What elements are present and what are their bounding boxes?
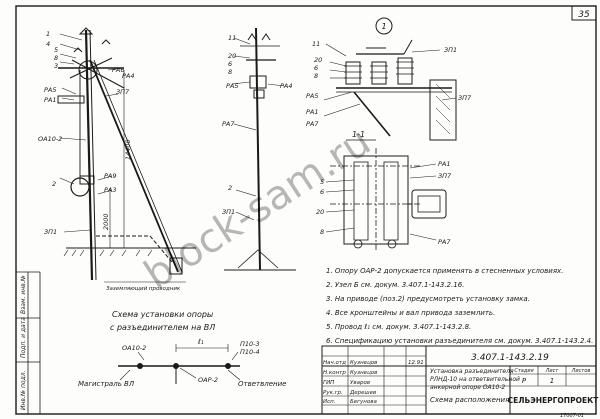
- tb-name-1: Кузнецов: [350, 370, 377, 376]
- note-3: 3. На приводе (поз.2) предусмотреть уста…: [326, 295, 530, 303]
- callout-8: 8: [54, 54, 58, 62]
- mid-callout-20: 20: [228, 52, 236, 60]
- callout-4: 4: [46, 40, 50, 48]
- stamp-number: 17007-01: [560, 413, 584, 419]
- detail-view-top: 1 11 20 6 8 ЗП1 РА5 РА1 РА7 ЗП7: [306, 17, 472, 141]
- callout-1: 1: [46, 30, 50, 38]
- mid-callout-11: 11: [228, 34, 236, 42]
- dim-14400: 14400: [124, 139, 132, 160]
- page-number: 35: [578, 10, 590, 20]
- sec-callout-6: 6: [320, 188, 324, 196]
- tb-date: 12.91: [408, 360, 424, 366]
- dim-2000: 2000: [102, 213, 110, 230]
- tb-sheets-head: Листов: [571, 368, 591, 374]
- det-callout-8: 8: [314, 72, 318, 80]
- margin-text-2: Подп. и дата: [20, 317, 27, 358]
- section-label: 1-1: [352, 130, 365, 139]
- mid-callout-2: 2: [228, 184, 232, 192]
- note-4: 4. Все кронштейны и вал привода заземлит…: [326, 309, 495, 317]
- tb-role-2: ГИП: [323, 380, 334, 386]
- callout-pa5: РА5: [44, 86, 57, 94]
- scheme-mid-label: ОАР-2: [198, 376, 218, 384]
- tb-title-2: РЛНД-10 на ответвительной: [430, 376, 520, 383]
- mid-callout-8: 8: [228, 68, 232, 76]
- det-callout-zp7: ЗП7: [458, 94, 472, 102]
- scheme-left-label: ОА10-2: [122, 344, 146, 352]
- callout-pa4: РА4: [122, 72, 135, 80]
- sheet-frame: [15, 5, 597, 415]
- callout-pa1: РА1: [44, 96, 57, 104]
- tb-sheet-head: Лист: [545, 368, 560, 374]
- tb-name-3: Дерешев: [349, 390, 376, 396]
- tb-name-0: Кузнецов: [350, 360, 377, 366]
- sec-callout-pa1: РА1: [438, 160, 451, 168]
- callout-5: 5: [54, 46, 58, 54]
- callout-zp1: ЗП1: [44, 228, 57, 236]
- note-1: 1. Опору ОАР-2 допускается применять в с…: [326, 267, 563, 275]
- det-callout-11: 11: [312, 40, 320, 48]
- callout-2: 2: [52, 180, 56, 188]
- tb-stage-head: Стадия: [514, 368, 533, 374]
- page-number-box: [571, 5, 597, 21]
- sec-callout-zp7: ЗП7: [438, 172, 452, 180]
- det-callout-6: 6: [314, 64, 318, 72]
- ground-conductor-label: Заземляющий проводник: [106, 286, 181, 292]
- note-2: 2. Узел Б см. докум. 3.407.1-143.2.16.: [326, 281, 464, 289]
- installation-scheme: Схема установки опоры с разъединителем н…: [78, 310, 286, 388]
- side-margin: Инв.№ подл. Подп. и дата Взам. инв.№: [16, 271, 41, 414]
- callout-3: 3: [54, 62, 58, 70]
- scheme-dist-label: ℓ₁: [197, 338, 204, 346]
- det-callout-pa7: РА7: [306, 120, 319, 128]
- sec-callout-20: 20: [316, 208, 324, 216]
- pole-front-view: 11 20 6 8 РА5 РА4 РА7 2 ЗП1: [222, 27, 296, 271]
- scheme-branch-label: Ответвление: [238, 380, 286, 388]
- scheme-right-label-1: П10-3: [240, 340, 260, 348]
- tb-name-2: Уваров: [350, 380, 370, 386]
- tb-title-3: анкерной опоре ОА10-2: [430, 384, 505, 391]
- scheme-main-label: Магистраль ВЛ: [78, 380, 135, 388]
- callout-pa6: РА6: [112, 66, 125, 74]
- margin-text-3: Взам. инв.№: [20, 275, 27, 314]
- det-callout-zp1: ЗП1: [444, 46, 457, 54]
- tb-org: СЕЛЬЭНЕРГОПРОЕКТ: [508, 396, 600, 405]
- callout-oa10-2: ОА10-2: [38, 135, 62, 143]
- mid-callout-pa7: РА7: [222, 120, 235, 128]
- sec-callout-5: 5: [320, 178, 324, 186]
- scheme-right-label-2: П10-4: [240, 348, 260, 356]
- tb-sheet-no: 1: [550, 377, 554, 385]
- callout-zp7: ЗП7: [116, 88, 130, 96]
- det-callout-pa1: РА1: [306, 108, 319, 116]
- mid-callout-pa5: РА5: [226, 82, 239, 90]
- tb-doc-code: 3.407.1-143.2.19: [471, 353, 549, 363]
- tb-role-3: Рук.гр.: [323, 390, 343, 396]
- callout-pa9: РА9: [104, 172, 117, 180]
- scheme-title-1: Схема установки опоры: [112, 310, 213, 319]
- scheme-title-2: с разъединителем на ВЛ: [110, 323, 215, 332]
- tb-role-0: Нач.отд: [323, 360, 346, 366]
- title-block: Нач.отд Кузнецов Н.контр Кузнецов ГИП Ув…: [321, 345, 600, 415]
- det-callout-pa5: РА5: [306, 92, 319, 100]
- mid-callout-pa4: РА4: [280, 82, 293, 90]
- callout-pa3: РА3: [104, 186, 117, 194]
- section-view-1-1: 1-1 5 6 20 8 РА1 ЗП7 РА7: [316, 130, 452, 252]
- margin-text-1: Инв.№ подл.: [20, 370, 27, 410]
- section-mark: 1: [381, 22, 386, 31]
- tb-title-4: Схема расположения: [430, 396, 509, 404]
- note-5: 5. Провод ℓ₁ см. докум. 3.407.1-143.2.8.: [326, 323, 471, 331]
- tb-role-4: Исп.: [323, 399, 336, 405]
- tb-stage: Р: [522, 377, 527, 385]
- mid-callout-zp1: ЗП1: [222, 208, 235, 216]
- det-callout-20: 20: [314, 56, 322, 64]
- note-6: 6. Спецификацию установки разъединителя …: [326, 337, 593, 345]
- sec-callout-8: 8: [320, 228, 324, 236]
- pole-side-view: 1 4 5 8 3 РА6 РА4 РА5 РА1 ЗП7 ОА10-2 2 Р…: [38, 27, 196, 292]
- tb-role-1: Н.контр: [323, 370, 346, 376]
- tb-title-1: Установка разъединителя: [430, 368, 514, 375]
- mid-callout-6: 6: [228, 60, 232, 68]
- tb-name-4: Бегунова: [350, 399, 378, 405]
- sec-callout-pa7: РА7: [438, 238, 451, 246]
- notes: 1. Опору ОАР-2 допускается применять в с…: [326, 267, 593, 345]
